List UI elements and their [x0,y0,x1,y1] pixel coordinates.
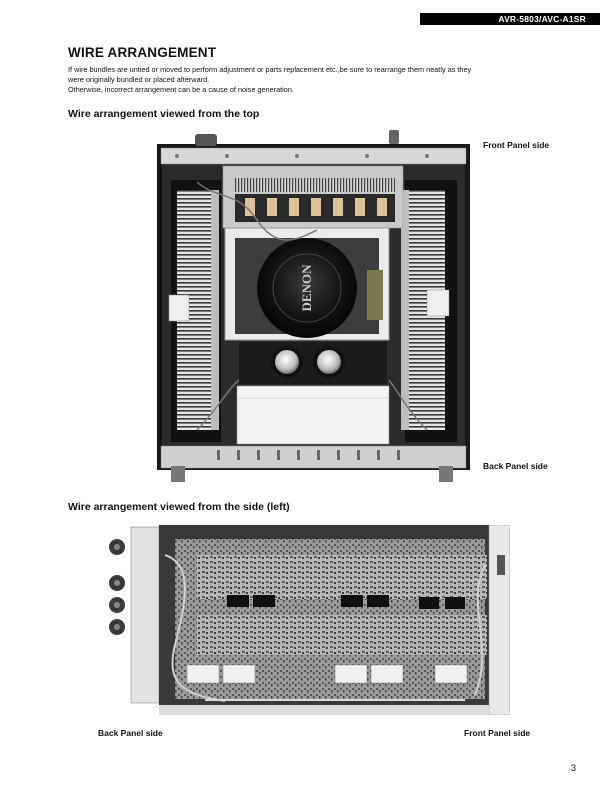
transformer-brand: DENON [299,264,314,312]
side-view-heading: Wire arrangement viewed from the side (l… [68,501,290,513]
section-title: WIRE ARRANGEMENT [68,45,217,60]
header-bar: AVR-5803/AVC-A1SR [420,13,600,25]
page-number: 3 [571,763,577,773]
side-view-illustration [105,525,510,715]
side-view-photo [105,525,510,715]
top-back-panel-label: Back Panel side [483,461,548,471]
model-name: AVR-5803/AVC-A1SR [498,14,586,24]
header-bar-fill [420,13,600,25]
header-bar-tip [590,15,600,23]
side-back-panel-label: Back Panel side [98,728,163,738]
intro-line-3: Otherwise, incorrect arrangement can be … [68,85,294,94]
top-view-illustration: DENON [157,130,470,482]
top-front-panel-label: Front Panel side [483,140,550,150]
top-view-photo: DENON [157,130,470,482]
intro-line-1: If wire bundles are untied or moved to p… [68,65,472,74]
intro-text: If wire bundles are untied or moved to p… [68,65,568,95]
top-view-heading: Wire arrangement viewed from the top [68,108,260,120]
side-front-panel-label: Front Panel side [464,728,531,738]
intro-line-2: were originally bundled or placed afterw… [68,75,210,84]
